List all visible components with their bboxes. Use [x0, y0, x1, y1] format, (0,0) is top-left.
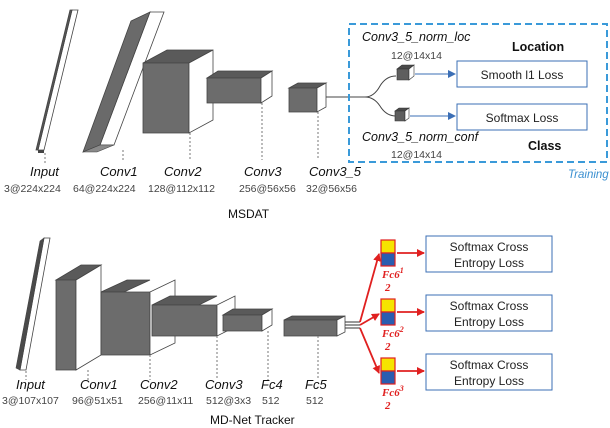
- fc6-branch-1: Fc61 2 Softmax Cross Entropy Loss: [380, 235, 553, 294]
- fc6-branch-3: Fc63 2 Softmax Cross Entropy Loss: [380, 353, 553, 412]
- msdat-conv2-dims: 128@112x112: [148, 183, 215, 195]
- mdnet-leader-lines: [25, 331, 319, 380]
- fc6-2-yellow-cell: [380, 298, 396, 313]
- loss-box-3-line2: Entropy Loss: [454, 374, 524, 388]
- fc6-2-dim: 2: [384, 341, 391, 353]
- softmax-loss-box: [456, 103, 588, 131]
- msdat-conv3-label: Conv3: [244, 164, 282, 179]
- msdat-conv3-5-label: Conv3_5: [309, 164, 362, 179]
- class-label: Class: [528, 139, 561, 153]
- msdat-conv1-label: Conv1: [100, 164, 138, 179]
- mdnet-conv1-block: [54, 264, 103, 371]
- mdnet-fc4-block: [221, 308, 274, 332]
- mdnet-fc5-label: Fc5: [305, 377, 327, 392]
- loss-box-1-line1: Softmax Cross: [450, 240, 529, 254]
- mdnet-fc5-block: [283, 315, 346, 337]
- loss-box-3-line1: Softmax Cross: [450, 358, 529, 372]
- msdat-leader-lines: [44, 103, 319, 163]
- norm-loc-label: Conv3_5_norm_loc: [362, 30, 471, 44]
- mdnet-input-label: Input: [16, 377, 46, 392]
- location-label: Location: [512, 40, 564, 54]
- msdat-input-dims: 3@224x224: [4, 183, 61, 195]
- fc6-1-dim: 2: [384, 282, 391, 294]
- mdnet-conv3-dims: 512@3x3: [206, 395, 251, 407]
- norm-conf-block: [394, 107, 410, 122]
- branch-curve-conf: [364, 96, 397, 117]
- mdnet-fc5-dims: 512: [306, 395, 324, 407]
- mdnet-conv1-label: Conv1: [80, 377, 118, 392]
- mdnet-title: MD-Net Tracker: [210, 413, 295, 427]
- fc6-3-yellow-cell: [380, 357, 396, 372]
- mdnet-input-dims: 3@107x107: [2, 395, 59, 407]
- msdat-conv3-5-dims: 32@56x56: [306, 183, 357, 195]
- smooth-l1-loss-box: [456, 60, 588, 88]
- mdnet-conv3-label: Conv3: [205, 377, 243, 392]
- mdnet-conv2-dims: 256@11x11: [138, 395, 193, 407]
- branch-arrow-1: [359, 253, 381, 323]
- loss-box-3: [425, 353, 553, 391]
- loss-box-2: [425, 294, 553, 332]
- fc6-2-blue-cell: [380, 311, 396, 326]
- fc6-3-label: Fc63: [381, 384, 404, 399]
- msdat-training-box: Training Conv3_5_norm_loc 12@14x14 Conv3…: [348, 23, 609, 181]
- smooth-l1-loss-text: Smooth l1 Loss: [481, 68, 564, 82]
- loss-box-2-line1: Softmax Cross: [450, 299, 529, 313]
- branch-arrow-2: [359, 313, 380, 326]
- mdnet-fc4-dims: 512: [262, 395, 280, 407]
- fc6-3-dim: 2: [384, 400, 391, 412]
- norm-loc-block: [396, 64, 415, 81]
- msdat-conv1-dims: 64@224x224: [73, 183, 136, 195]
- mdnet-red-branches: [359, 253, 381, 374]
- msdat-network: Input 3@224x224 Conv1 64@224x224 Conv2 1…: [4, 9, 609, 221]
- loss-box-1: [425, 235, 553, 273]
- fc6-2-label: Fc62: [381, 325, 404, 340]
- msdat-conv3-block: [205, 70, 274, 104]
- loss-box-2-line2: Entropy Loss: [454, 315, 524, 329]
- fc6-branch-2: Fc62 2 Softmax Cross Entropy Loss: [380, 294, 553, 353]
- norm-loc-dims: 12@14x14: [391, 50, 442, 62]
- training-label: Training: [568, 169, 609, 181]
- msdat-conv2-block: [142, 49, 214, 134]
- fc6-3-blue-cell: [380, 370, 396, 385]
- norm-conf-label: Conv3_5_norm_conf: [362, 130, 480, 144]
- mdnet-conv1-dims: 96@51x51: [72, 395, 123, 407]
- mdnet-network: Input 3@107x107 Conv1 96@51x51 Conv2 256…: [2, 235, 553, 427]
- fc6-1-label: Fc61: [381, 266, 404, 281]
- mdnet-conv2-label: Conv2: [140, 377, 178, 392]
- branch-curve-loc: [364, 75, 397, 98]
- msdat-conv2-label: Conv2: [164, 164, 202, 179]
- branch-arrow-3: [359, 327, 380, 374]
- softmax-loss-text: Softmax Loss: [486, 111, 559, 125]
- mdnet-stem-lines: [345, 321, 360, 329]
- msdat-input-label: Input: [30, 164, 60, 179]
- mdnet-conv3-block: [151, 295, 236, 337]
- msdat-conv1-block: [82, 11, 165, 153]
- msdat-conv3-5-block: [287, 82, 328, 113]
- msdat-input-block: [35, 9, 79, 153]
- msdat-title: MSDAT: [228, 207, 270, 221]
- norm-conf-dims: 12@14x14: [391, 149, 442, 161]
- mdnet-fc4-label: Fc4: [261, 377, 283, 392]
- msdat-conv3-dims: 256@56x56: [239, 183, 296, 195]
- fc6-1-blue-cell: [380, 252, 396, 267]
- loss-box-1-line2: Entropy Loss: [454, 256, 524, 270]
- fc6-1-yellow-cell: [380, 239, 396, 254]
- mdnet-input-block: [15, 237, 51, 371]
